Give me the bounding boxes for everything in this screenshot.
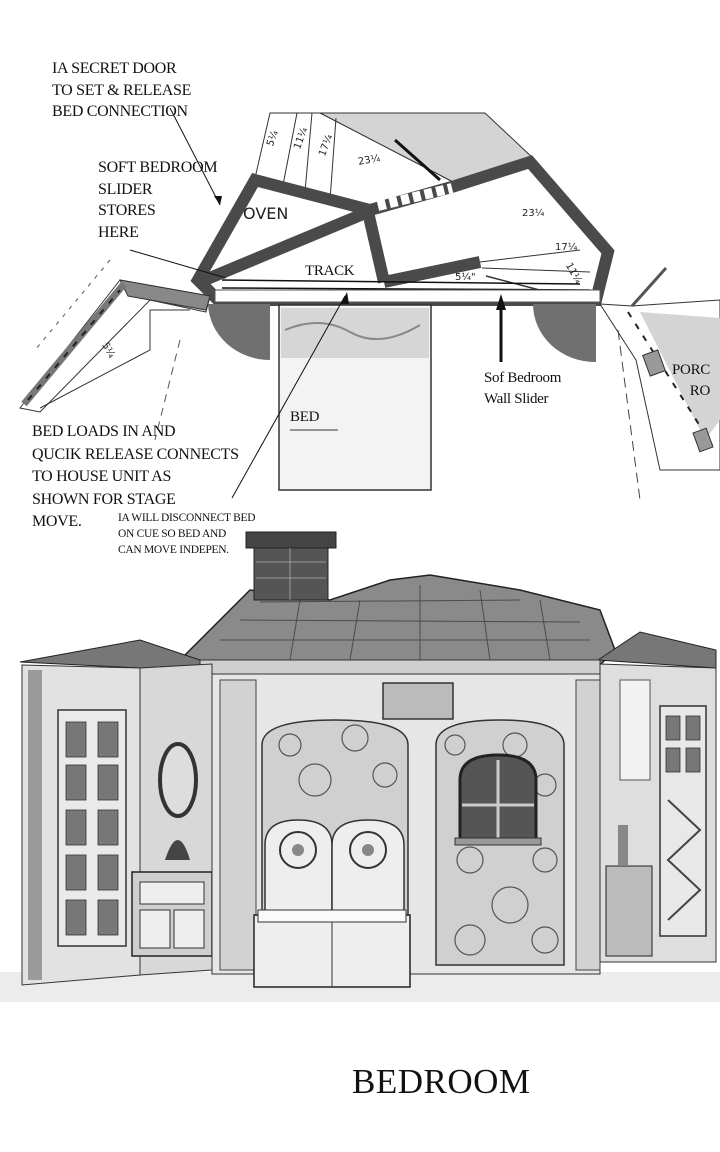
right-nightstand <box>605 865 653 957</box>
note-line: BED LOADS IN AND <box>32 423 176 440</box>
note-line: SHOWN FOR STAGE <box>32 490 176 508</box>
plan-view <box>19 107 720 501</box>
note-slider-storage: SOFT BEDROOM SLIDER STORES HERE <box>98 157 218 243</box>
right-door-swing <box>533 304 596 363</box>
note-line: BED CONNECTION <box>52 103 188 120</box>
note-line: TO SET & RELEASE <box>52 81 192 99</box>
note-wall-slider: Sof Bedroom Wall Slider <box>484 368 561 410</box>
track-line <box>221 279 581 285</box>
note-line: MOVE. <box>32 513 82 530</box>
track-label: TRACK <box>305 263 355 279</box>
porch-label-line: PORC <box>672 362 710 378</box>
left-door-swing <box>208 304 270 360</box>
note-line: TO HOUSE UNIT AS <box>32 468 172 485</box>
elevation-view <box>0 531 720 1002</box>
note-bed-loads: BED LOADS IN AND QUCIK RELEASE CONNECTS … <box>32 421 239 534</box>
note-line: HERE <box>98 223 139 241</box>
chimney <box>253 544 329 601</box>
house-unit-outline <box>190 155 615 306</box>
note-line: ON CUE SO BED AND <box>118 528 226 540</box>
drawing-title: BEDROOM <box>352 1062 531 1101</box>
porch-label-line: RO <box>689 383 711 399</box>
note-line: CAN MOVE INDEPEN. <box>118 544 229 556</box>
note-secret-door: IA SECRET DOOR TO SET & RELEASE BED CONN… <box>52 58 191 123</box>
note-line: IA WILL DISCONNECT BED <box>118 512 256 524</box>
note-line: SOFT BEDROOM <box>98 159 218 176</box>
note-ia-disconnect: IA WILL DISCONNECT BED ON CUE SO BED AND… <box>118 510 256 558</box>
right-paneled-door <box>659 705 707 937</box>
floral-pattern <box>278 724 559 956</box>
dimension-label: 23¼ <box>522 208 545 219</box>
oven-label: OVEN <box>243 204 289 223</box>
dimension-label: 5¼" <box>455 272 476 283</box>
note-line: Wall Slider <box>484 391 549 407</box>
dimension-label: 17¼ <box>555 242 578 253</box>
note-line: QUCIK RELEASE CONNECTS <box>32 445 239 463</box>
porch-label: PORC RO <box>672 360 710 402</box>
mirror <box>158 742 198 818</box>
note-line: SLIDER <box>98 180 153 198</box>
note-line: STORES <box>98 202 156 219</box>
note-line: Sof Bedroom <box>484 370 562 386</box>
bed-label: BED <box>290 409 320 425</box>
note-line: IA SECRET DOOR <box>52 60 177 77</box>
